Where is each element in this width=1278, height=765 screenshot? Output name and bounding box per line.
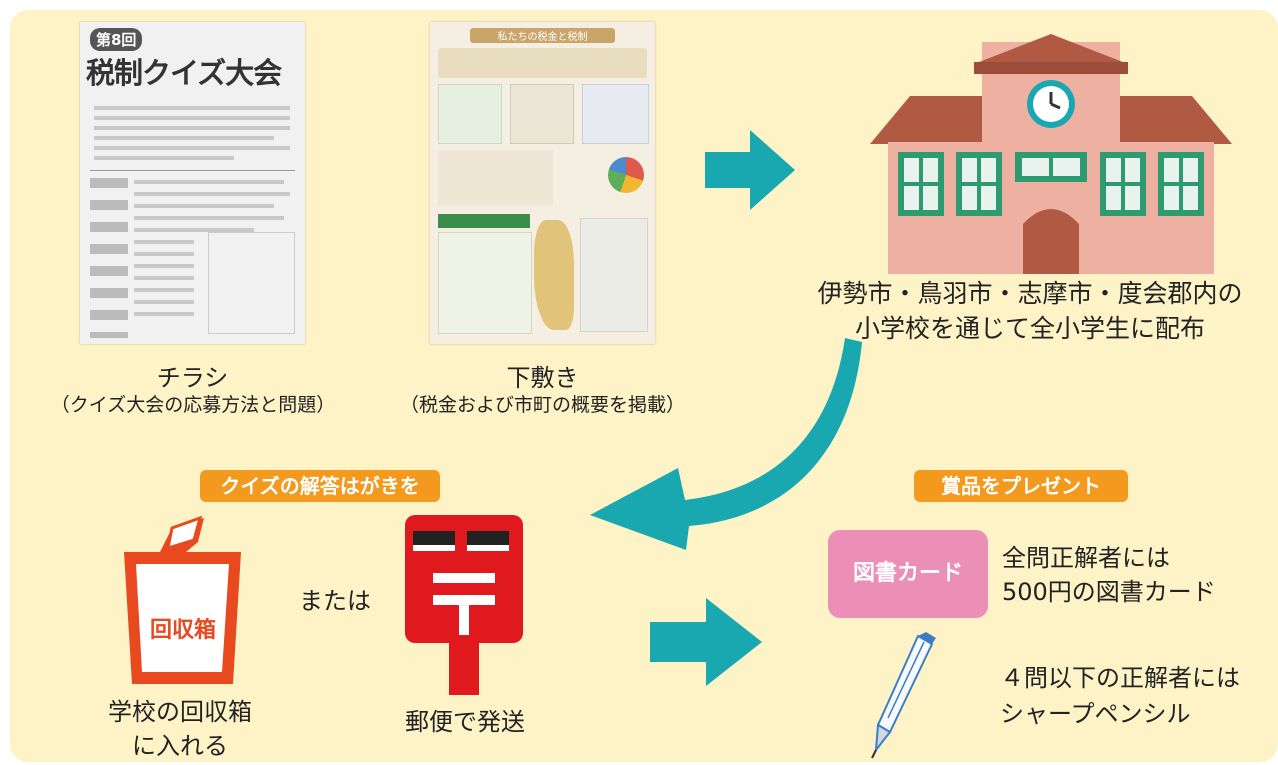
collection-box-icon — [124, 515, 241, 684]
collection-box-label: 回収箱 — [149, 618, 216, 643]
mail-postbox-icon — [405, 515, 523, 695]
card-text-line2: 500円の図書カード — [1002, 578, 1216, 606]
box-caption-line1: 学校の回収箱 — [108, 698, 252, 726]
book-card: 図書カード — [828, 530, 988, 618]
school-caption-line1: 伊勢市・鳥羽市・志摩市・度会郡内の — [817, 279, 1243, 308]
post-caption: 郵便で発送 — [405, 708, 525, 736]
arrow-right-icon — [705, 130, 795, 210]
box-caption-line2: に入れる — [132, 732, 228, 760]
card-text-line1: 全問正解者には — [1002, 544, 1170, 572]
pencil-text-line2: シャープペンシル — [1000, 700, 1191, 728]
school-caption-line2: 小学校を通じて全小学生に配布 — [854, 314, 1205, 343]
or-text: または — [299, 587, 371, 615]
curved-arrow-icon — [590, 338, 862, 550]
flyer-caption: チラシ — [156, 364, 229, 392]
mechanical-pencil-icon — [871, 632, 936, 759]
flyer-number-badge: 第8回 — [90, 28, 143, 51]
shitajiki-caption: 下敷き — [506, 364, 579, 392]
prize-badge: 賞品をプレゼント — [914, 470, 1128, 502]
flyer-thumbnail: 第8回 税制クイズ大会 — [80, 22, 305, 344]
shitajiki-title: 私たちの税金と税制 — [470, 28, 615, 43]
school-building-icon — [870, 34, 1232, 274]
flyer-title: 税制クイズ大会 — [86, 56, 282, 90]
shitajiki-thumbnail: 私たちの税金と税制 — [430, 22, 655, 344]
answer-badge: クイズの解答はがきを — [200, 470, 440, 502]
pencil-text-line1: ４問以下の正解者には — [1000, 664, 1240, 692]
shitajiki-subcaption: （税金および市町の概要を掲載） — [399, 394, 685, 416]
arrow-right-icon-2 — [650, 598, 762, 686]
flyer-subcaption: （クイズ大会の応募方法と問題） — [50, 394, 336, 416]
